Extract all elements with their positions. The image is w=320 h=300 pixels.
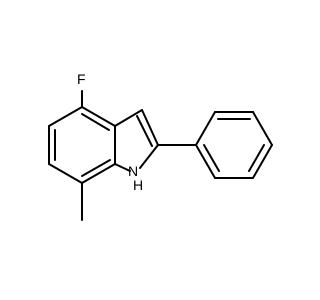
pyrrole-ring	[114, 109, 159, 172]
nitrogen-label: N	[128, 163, 138, 179]
bond-c3a-c4-outer	[81, 106, 116, 127]
bond-c4-c5	[48, 106, 83, 127]
bond-c3a-c3	[114, 109, 143, 127]
bond-c6-c7	[48, 163, 83, 184]
bond-ph4-ph5-outer	[252, 144, 273, 179]
bond-c2-n1	[139, 144, 159, 169]
bond-c7-c7a-inner	[81, 159, 111, 177]
bond-c3-c2-outer	[141, 109, 159, 146]
bond-c3-c2-inner	[136, 115, 153, 147]
bond-ph6-ph1-inner	[203, 144, 220, 172]
bond-n1-c7a	[114, 163, 131, 172]
hydrogen-label: H	[133, 177, 143, 193]
bond-c7-c7a-outer	[81, 163, 116, 184]
bond-ph1-ph2	[195, 111, 216, 146]
bond-c3a-c4-inner	[81, 113, 110, 131]
fluorine-label: F	[77, 71, 86, 87]
bond-ph3-ph4	[252, 111, 273, 146]
bond-ph6-ph1-outer	[195, 144, 216, 179]
phenyl-ring	[195, 111, 273, 179]
structure-canvas: F N H	[48, 71, 273, 221]
left-ring	[48, 106, 116, 184]
bond-ph4-ph5-inner	[248, 144, 265, 172]
